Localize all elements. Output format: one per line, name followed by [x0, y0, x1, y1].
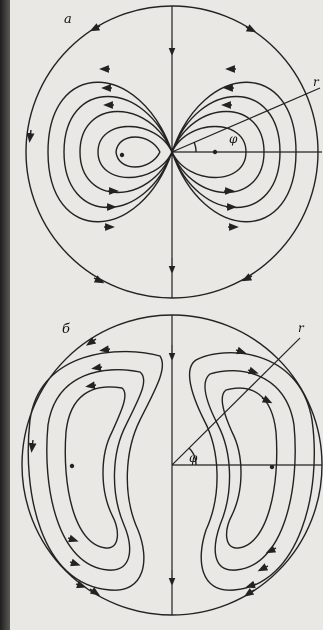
figure-b-r-label: r: [298, 321, 305, 335]
figure-b-right-arrow-1: [235, 346, 247, 355]
figure-b-radial-line: [171, 337, 301, 466]
figure-a-right-streamlines: [171, 65, 297, 231]
figure-b-circle-arrow-top-left: [85, 337, 97, 346]
figure-b-right-streamline-3: [221, 387, 278, 549]
figure-a-left-streamline-2: [63, 95, 173, 209]
figure-b-left-arrow-6: [75, 580, 87, 589]
figure-b-left-streamline-1: [27, 350, 164, 591]
figure-a-left-streamline-3: [79, 110, 173, 194]
figure-a-circle-arrow-bottom-right: [241, 273, 253, 282]
figure-a-left-streamlines: [47, 65, 173, 231]
figure-a-circle-arrow-left: [26, 129, 35, 143]
figure-b-circle-arrow-bottom-left: [89, 587, 101, 596]
figure-b-left-arrow-2: [91, 363, 103, 372]
figure-b-angle-arc: [188, 447, 197, 466]
figure-b-right-streamline-1: [188, 352, 315, 591]
figure-b-left-streamlines: [27, 345, 164, 591]
figure-b-left-arrow-7: [28, 439, 37, 453]
figure-a-left-streamline-5: [115, 136, 161, 168]
figure-b-left-arrow-5: [69, 558, 81, 567]
figure-b-phi-label: φ: [189, 451, 198, 465]
figure-b-right-arrow-3: [261, 395, 273, 404]
figure-a-right-streamline-3: [171, 110, 265, 194]
figure-b-left-arrow-1: [99, 345, 111, 354]
figure-b-right-arrow-6: [245, 580, 257, 589]
figure-b-circle-arrow-bottom-right: [243, 588, 255, 597]
figure-a-label: a: [64, 12, 72, 27]
figure-a-left-streamline-4: [97, 125, 173, 179]
figure-b-left-streamline-3: [64, 386, 126, 549]
figure-a-left-streamline-1: [47, 81, 173, 223]
page-edge-shadow: [0, 0, 10, 630]
figure-b-left-arrow-4: [67, 534, 79, 543]
figure-a-radial-line: [171, 87, 321, 153]
figure-a-right-streamline-1: [171, 81, 297, 223]
figure-a-circle-arrow-top-left: [89, 23, 101, 32]
figure-b-left-center-point: [69, 463, 75, 469]
figure-a-right-center-point: [212, 149, 218, 155]
figure-b: б r φ: [21, 314, 323, 616]
figure-a-left-center-point: [119, 152, 125, 158]
figure-a-right-streamline-2: [171, 95, 281, 209]
figure-a-r-label: r: [313, 75, 320, 89]
figure-a-circle-arrow-bottom-left: [93, 275, 105, 284]
figure-a-right-streamline-4: [171, 125, 247, 179]
figure-a-phi-label: φ: [229, 132, 238, 146]
figure-b-label: б: [62, 322, 70, 337]
figure-b-right-streamlines: [188, 346, 315, 591]
figure-b-left-arrow-3: [85, 381, 97, 390]
figure-b-right-arrow-2: [247, 366, 259, 375]
figure-b-right-center-point: [269, 464, 275, 470]
figure-b-right-arrow-5: [257, 563, 269, 572]
figure-b-left-streamline-2: [46, 369, 145, 571]
figure-a-circle-arrow-top-right: [245, 24, 257, 33]
figure-b-right-streamline-2: [204, 370, 296, 571]
figure-a-angle-arc: [193, 141, 197, 153]
figure-b-right-arrow-4: [265, 545, 277, 554]
figure-a: a r φ: [25, 5, 322, 299]
